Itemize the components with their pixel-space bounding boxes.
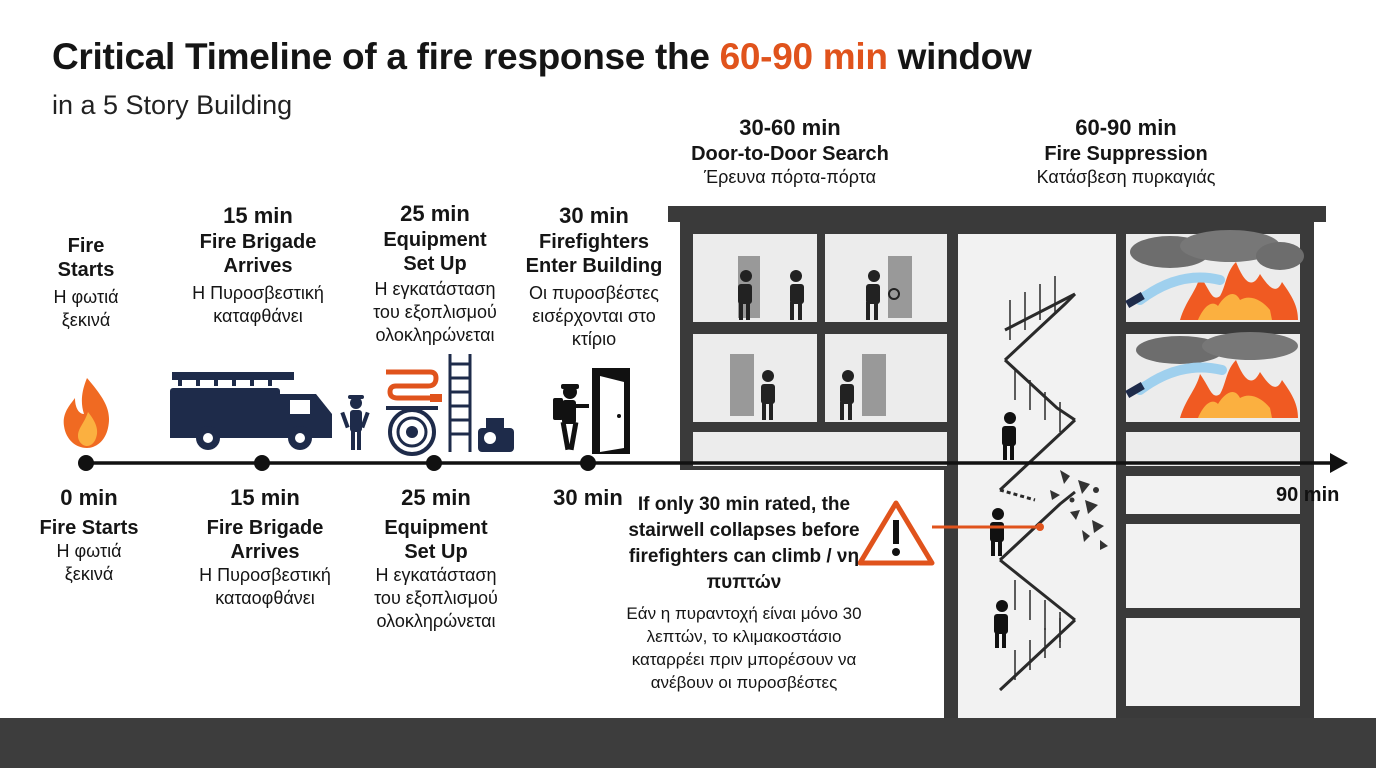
top-label-fire-brigade: 15 min Fire Brigade Arrives Η Πυροσβεστι… [192, 203, 324, 327]
page-title: Critical Timeline of a fire response the… [52, 36, 1032, 77]
top-label-firefighters-enter: 30 min Firefighters Enter Building Οι πυ… [525, 203, 663, 350]
timeline-dot-0 [78, 455, 94, 471]
stairwell [998, 276, 1077, 692]
page-subtitle: in a 5 Story Building [52, 90, 293, 120]
pump-icon [478, 418, 514, 452]
title-highlight: 60-90 min [719, 36, 888, 77]
timeline-dot-15 [254, 455, 270, 471]
firefighter-icon [340, 395, 370, 450]
phase-label-search: 30-60 min Door-to-Door Search Έρευνα πόρ… [691, 115, 889, 188]
building [668, 206, 1326, 718]
timeline-dot-30 [580, 455, 596, 471]
stair-firefighters [990, 412, 1016, 648]
phase-label-suppression: 60-90 min Fire Suppression Κατάσβεση πυρ… [1036, 115, 1216, 188]
timeline-dot-25 [426, 455, 442, 471]
warning-icon [857, 500, 935, 566]
fire-scene [1125, 230, 1304, 418]
timeline [78, 453, 1348, 473]
firefighter-entering-icon [553, 384, 589, 451]
debris [1050, 470, 1108, 550]
end-label-90: 90 min [1276, 484, 1340, 506]
bottom-label-30: 30 min [553, 485, 623, 510]
top-label-equipment: 25 min Equipment Set Up Η εγκατάσταση το… [373, 201, 497, 346]
door-icon [592, 368, 630, 454]
bottom-label-25: 25 min Equipment Set Up Η εγκατάσταση το… [374, 485, 498, 632]
warning-text: If only 30 min rated, the stairwell coll… [626, 494, 862, 692]
hose-reel-icon [386, 369, 442, 456]
top-label-fire-starts: Fire Starts Η φωτιά ξεκινά [53, 235, 119, 330]
ground [0, 718, 1376, 768]
ladder-icon [448, 354, 472, 452]
fire-truck-icon [170, 372, 332, 450]
flame-icon [63, 378, 110, 448]
room-search-figures [730, 256, 912, 420]
bottom-label-15: 15 min Fire Brigade Arrives Η Πυροσβεστι… [199, 485, 331, 609]
bottom-label-0: 0 min Fire Starts Η φωτιά ξεκινά [39, 485, 139, 585]
